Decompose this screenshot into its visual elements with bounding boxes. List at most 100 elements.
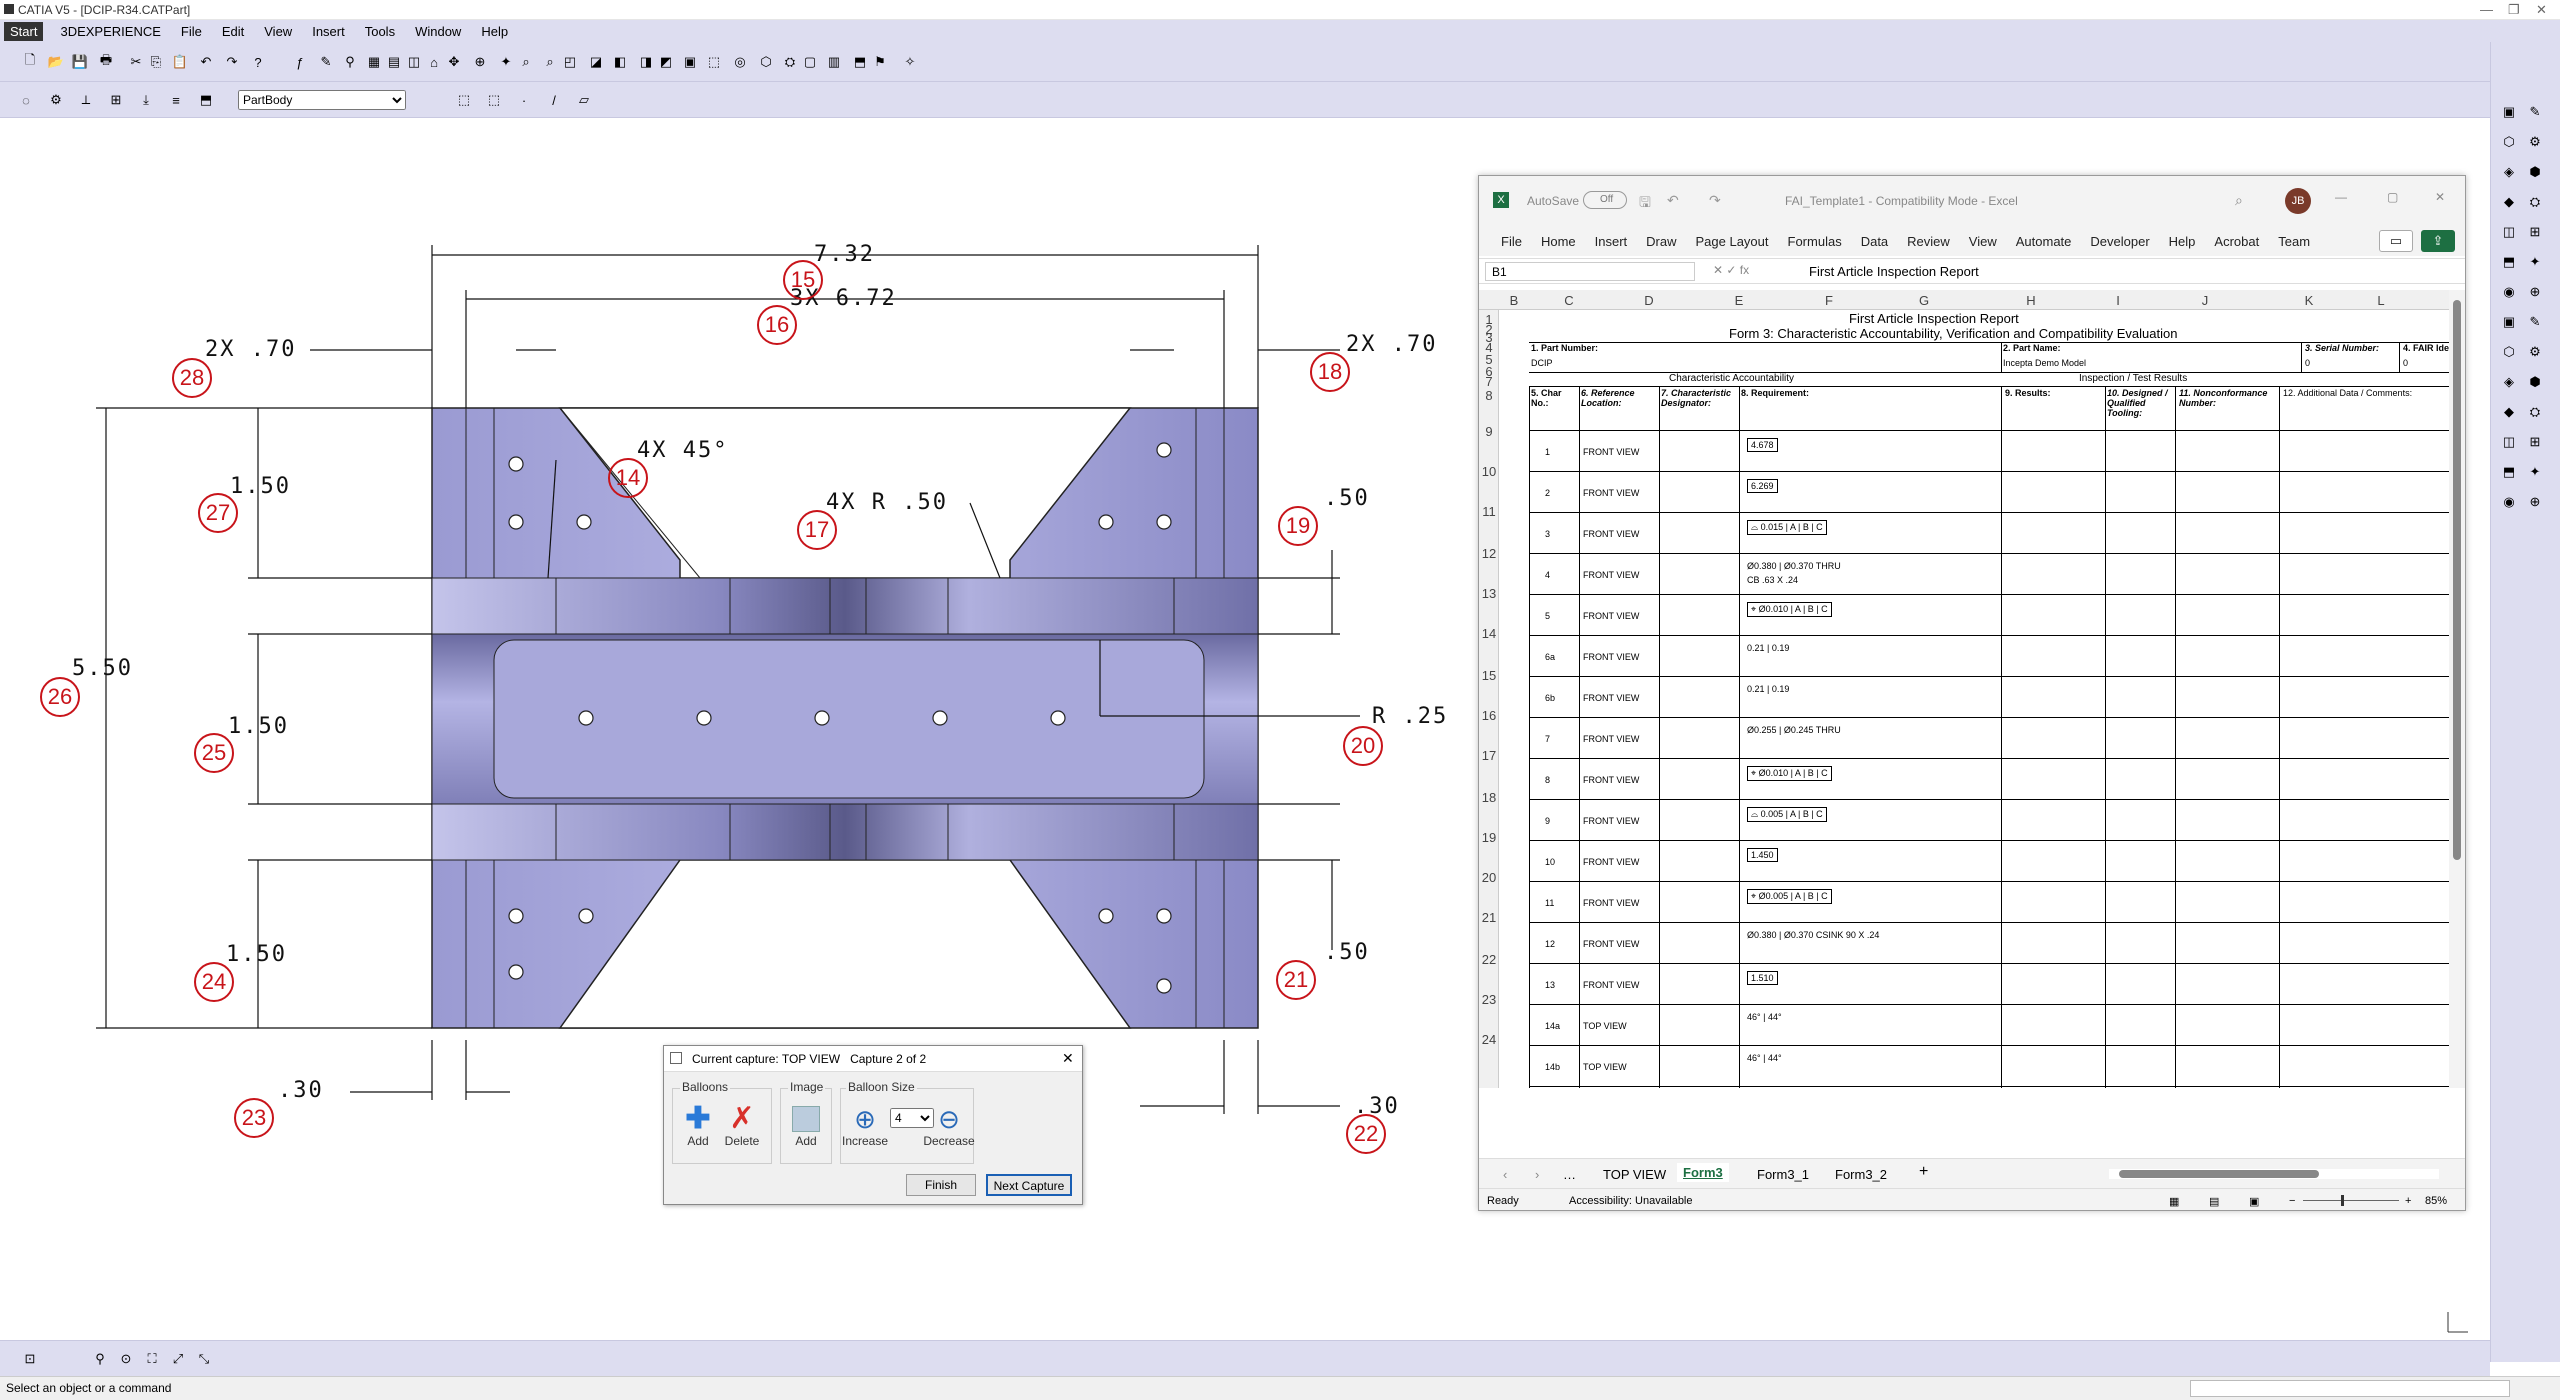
normal-view-icon[interactable]: ▦	[2169, 1196, 2180, 1208]
workbench-tool-icon[interactable]: ◆	[2504, 404, 2514, 419]
workbench-tool-icon[interactable]: ◈	[2504, 164, 2514, 179]
toolbar-tool-icon[interactable]: ⛭	[784, 54, 796, 69]
toolbar-tool-icon[interactable]: ⚑	[874, 54, 886, 69]
ribbon-tab-view[interactable]: View	[1968, 233, 1997, 249]
toolbar-tool-icon[interactable]: ⎘	[150, 54, 162, 69]
reference-location[interactable]: FRONT VIEW	[1583, 939, 1640, 949]
toolbar-tool-icon[interactable]: 💾	[71, 54, 89, 69]
column-header[interactable]: J	[2201, 293, 2209, 308]
toolbar-tool-icon[interactable]: ⊕	[474, 54, 486, 69]
char-number[interactable]: 8	[1545, 775, 1551, 785]
ribbon-tab-home[interactable]: Home	[1540, 233, 1576, 249]
increase-size-button[interactable]: ⊕ Increase	[842, 1104, 888, 1148]
reference-location[interactable]: FRONT VIEW	[1583, 734, 1640, 744]
toolbar-tool-icon[interactable]: ⬒	[853, 54, 867, 69]
row-header[interactable]: 21	[1481, 910, 1497, 925]
accessibility-status[interactable]: Accessibility: Unavailable	[1569, 1195, 1693, 1207]
sheet-tab-form3-1[interactable]: Form3_1	[1757, 1167, 1810, 1182]
requirement-value[interactable]: Ø0.255 | Ø0.245 THRU	[1747, 725, 1841, 735]
zoom-slider-thumb[interactable]	[2341, 1195, 2344, 1206]
save-icon[interactable]: 🖫	[1639, 194, 1651, 210]
workbench-tool-icon[interactable]: ⊞	[2529, 434, 2541, 449]
workbench-tool-icon[interactable]: ⬡	[2503, 344, 2515, 359]
zoom-slider[interactable]	[2303, 1200, 2399, 1201]
add-sheet-icon[interactable]: +	[1919, 1163, 1929, 1180]
balloon[interactable]: 18	[1310, 352, 1350, 392]
toolbar-tool-icon[interactable]: ✦	[500, 54, 512, 69]
fx-icon[interactable]: ✕ ✓ fx	[1713, 263, 1750, 277]
toolbar-tool-icon[interactable]: ⌕	[546, 54, 554, 69]
ribbon-tab-automate[interactable]: Automate	[2015, 233, 2072, 249]
workbench-tool-icon[interactable]: ◫	[2502, 224, 2516, 239]
reference-location[interactable]: FRONT VIEW	[1583, 529, 1640, 539]
workbench-tool-icon[interactable]: ◉	[2503, 284, 2515, 299]
row-header[interactable]: 4	[1485, 340, 1493, 355]
toolbar-tool-icon[interactable]: ◨	[639, 54, 653, 69]
column-header[interactable]: K	[2304, 293, 2314, 308]
workbench-tool-icon[interactable]: ⬢	[2529, 164, 2541, 179]
toolbar-tool-icon[interactable]: ↷	[226, 54, 238, 69]
view-tool-icon[interactable]: ⊡	[24, 1351, 36, 1366]
balloon[interactable]: 23	[234, 1098, 274, 1138]
redo-icon[interactable]: ↷	[1709, 192, 1721, 208]
excel-window[interactable]: X AutoSave Off 🖫 ↶ ↷ FAI_Template1 - Com…	[1478, 175, 2466, 1211]
dialog-close-icon[interactable]: ✕	[1062, 1050, 1074, 1066]
workbench-tool-icon[interactable]: ⊕	[2529, 284, 2541, 299]
char-number[interactable]: 7	[1545, 734, 1551, 744]
row-header[interactable]: 2	[1485, 322, 1493, 337]
workbench-tool-icon[interactable]: ⚙	[2529, 134, 2541, 149]
requirement-value[interactable]: 6.269	[1747, 479, 1778, 493]
row-header[interactable]: 1	[1485, 312, 1493, 327]
toolbar-tool-icon[interactable]: ✧	[904, 54, 916, 69]
toolbar-tool-icon[interactable]: 🗋	[24, 52, 36, 67]
toolbar-tool-icon[interactable]: ⤓	[143, 92, 149, 107]
toolbar-tool-icon[interactable]: ▱	[579, 92, 589, 107]
reference-location[interactable]: TOP VIEW	[1583, 1062, 1627, 1072]
balloon[interactable]: 21	[1276, 960, 1316, 1000]
toolbar-tool-icon[interactable]: ◌	[22, 92, 30, 108]
ribbon-tab-formulas[interactable]: Formulas	[1787, 233, 1842, 249]
sheet-tab-top-view[interactable]: TOP VIEW	[1603, 1167, 1667, 1182]
row-header[interactable]: 16	[1481, 708, 1497, 723]
reference-location[interactable]: FRONT VIEW	[1583, 857, 1640, 867]
requirement-value[interactable]: ⌓ 0.015 | A | B | C	[1747, 520, 1827, 535]
toolbar-tool-icon[interactable]: ·	[521, 92, 527, 108]
requirement-value[interactable]: ⌓ 0.005 | A | B | C	[1747, 807, 1827, 822]
toolbar-tool-icon[interactable]: ▤	[387, 54, 401, 69]
toolbar-tool-icon[interactable]: ⬚	[707, 54, 721, 69]
toolbar-tool-icon[interactable]: ✎	[320, 54, 332, 69]
command-input[interactable]	[2190, 1380, 2510, 1397]
char-number[interactable]: 3	[1545, 529, 1551, 539]
workbench-tool-icon[interactable]: ✎	[2529, 314, 2541, 329]
requirement-value[interactable]: 46° | 44°	[1747, 1012, 1782, 1022]
row-header[interactable]: 7	[1485, 374, 1493, 389]
workbench-tool-icon[interactable]: ◆	[2504, 194, 2514, 209]
column-header[interactable]: H	[2026, 293, 2036, 308]
view-tool-icon[interactable]: ⤡	[198, 1351, 210, 1366]
char-number[interactable]: 4	[1545, 570, 1551, 580]
toolbar-tool-icon[interactable]: ▥	[827, 54, 841, 69]
column-header[interactable]: D	[1644, 293, 1654, 308]
toolbar-tool-icon[interactable]: ◪	[589, 54, 603, 69]
char-number[interactable]: 5	[1545, 611, 1551, 621]
decrease-size-button[interactable]: ⊖ Decrease	[922, 1104, 976, 1148]
add-balloon-button[interactable]: ✚ Add	[678, 1104, 718, 1149]
row-header[interactable]: 6	[1485, 364, 1493, 379]
column-header[interactable]: E	[1734, 293, 1744, 308]
row-header[interactable]: 11	[1482, 504, 1496, 519]
zoom-in-icon[interactable]: +	[2405, 1195, 2412, 1207]
ribbon-tab-help[interactable]: Help	[2168, 233, 2196, 249]
toolbar-tool-icon[interactable]: ▢	[803, 54, 817, 69]
balloon[interactable]: 15	[783, 260, 823, 300]
workbench-tool-icon[interactable]: ◉	[2503, 494, 2515, 509]
tab-next-icon[interactable]: ›	[1535, 1167, 1540, 1182]
toolbar-tool-icon[interactable]: /	[552, 92, 556, 108]
row-header[interactable]: 14	[1481, 626, 1497, 641]
excel-close-icon[interactable]: ✕	[2435, 190, 2446, 204]
page-layout-icon[interactable]: ▤	[2209, 1196, 2220, 1208]
requirement-value[interactable]: ⌖ Ø0.010 | A | B | C	[1747, 766, 1832, 781]
menu-tools[interactable]: Tools	[364, 23, 396, 39]
ribbon-tab-developer[interactable]: Developer	[2090, 233, 2150, 249]
workbench-tool-icon[interactable]: ⛭	[2529, 404, 2541, 419]
toolbar-tool-icon[interactable]: 🖶	[99, 52, 113, 67]
